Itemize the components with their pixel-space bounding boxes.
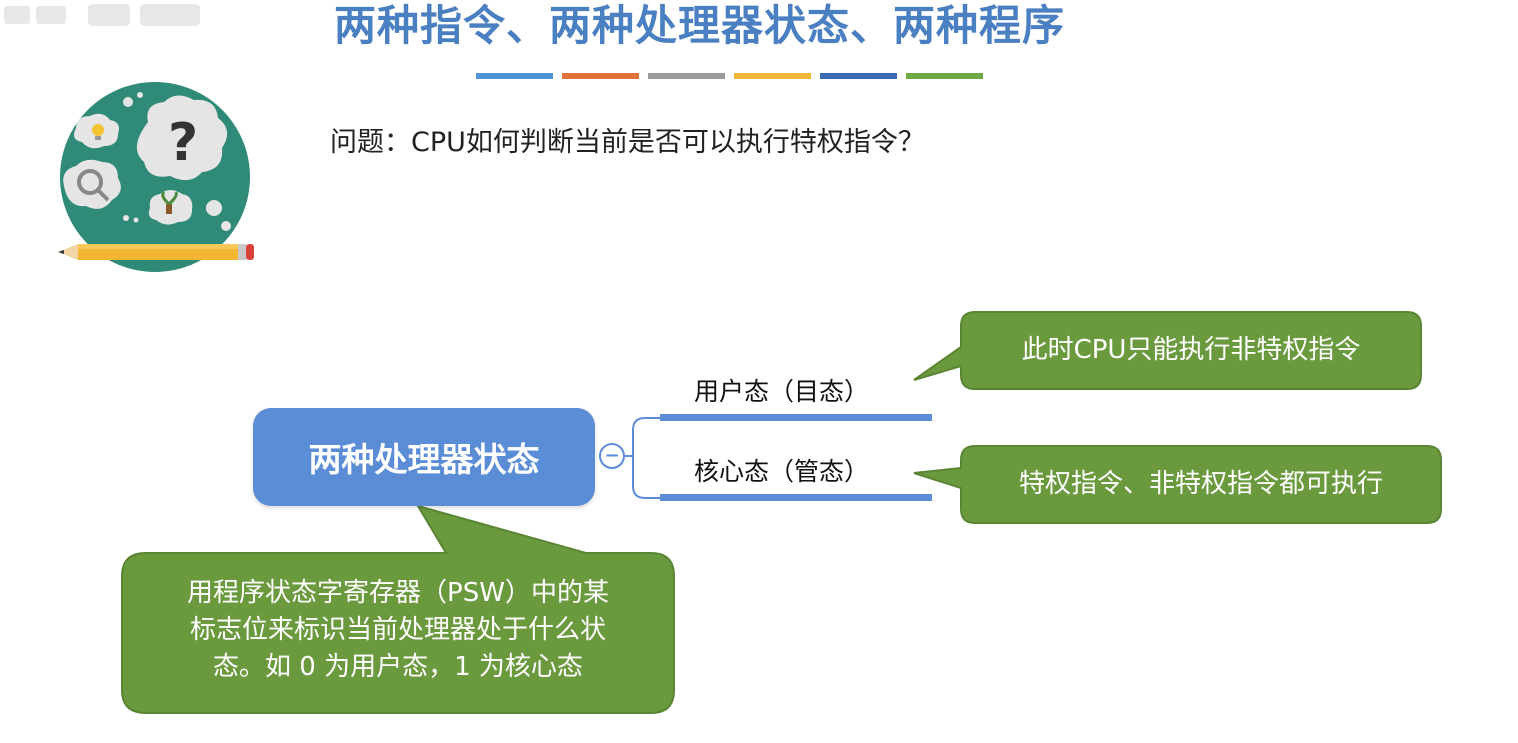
accent-bar-2 [562, 73, 639, 79]
watermark-logo [4, 4, 200, 26]
branch-kernel-mode[interactable]: 核心态（管态） [694, 457, 870, 486]
svg-text:?: ? [168, 113, 198, 173]
accent-bar-1 [476, 73, 553, 79]
psw-note-line-2: 标志位来标识当前处理器处于什么状 [189, 615, 606, 645]
callout-kernel-mode: 特权指令、非特权指令都可执行 [1018, 469, 1383, 499]
accent-bar-3 [648, 73, 725, 79]
callout-psw-note: 用程序状态字寄存器（PSW）中的某 标志位来标识当前处理器处于什么状 态。如 0… [122, 553, 674, 713]
accent-bar-6 [906, 73, 983, 79]
callout-user-mode: 此时CPU只能执行非特权指令 [1021, 335, 1361, 365]
thinking-bubbles-icon: ? [58, 82, 254, 272]
title-color-bars [476, 73, 983, 79]
question-text: 问题：CPU如何判断当前是否可以执行特权指令？ [330, 127, 925, 158]
accent-bar-4 [734, 73, 811, 79]
psw-note-line-3: 态。如 0 为用户态，1 为核心态 [213, 652, 583, 682]
accent-bar-5 [820, 73, 897, 79]
collapse-minus-icon[interactable]: − [599, 443, 625, 469]
slide-title: 两种指令、两种处理器状态、两种程序 [334, 1, 1066, 50]
branch-user-mode[interactable]: 用户态（目态） [694, 377, 870, 406]
root-node-processor-states[interactable]: 两种处理器状态 [253, 408, 595, 506]
psw-note-line-1: 用程序状态字寄存器（PSW）中的某 [187, 578, 609, 608]
